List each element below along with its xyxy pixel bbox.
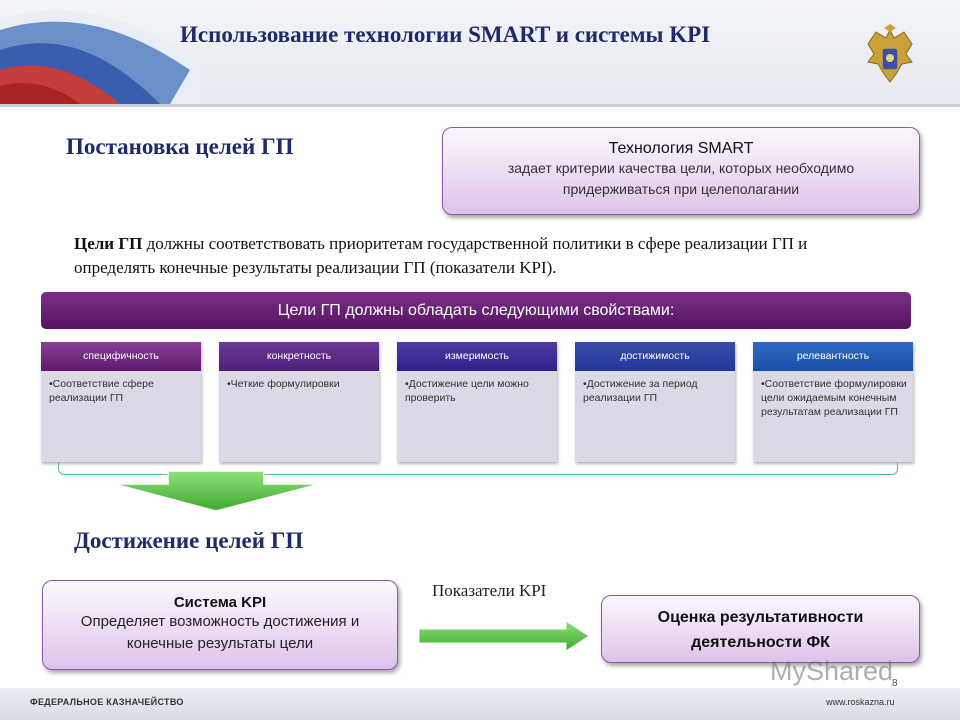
eval-box-line1: Оценка результативности (657, 609, 864, 626)
right-arrow-icon (418, 620, 590, 652)
properties-banner: Цели ГП должны обладать следующими свойс… (41, 292, 911, 329)
property-card-specificity: специфичность •Соответствие сфере реализ… (41, 342, 201, 462)
page-number: 8 (892, 678, 898, 689)
property-title: специфичность (41, 342, 201, 371)
watermark-logo: MyShared (770, 656, 894, 686)
kpi-box-title: Система KPI (173, 594, 267, 611)
properties-bracket (58, 462, 898, 475)
down-arrow-icon (113, 470, 321, 512)
goals-paragraph-bold: Цели ГП (74, 234, 143, 253)
kpi-system-box: Система KPI Определяет возможность дости… (42, 580, 398, 670)
property-title: релевантность (753, 342, 913, 371)
eagle-emblem-icon (867, 24, 913, 83)
property-card-achievability: достижимость •Достижение за период реали… (575, 342, 735, 462)
smart-box-line1: задает критерии качества цели, которых н… (507, 160, 855, 176)
smart-technology-box: Технология SMART задает критерии качеств… (442, 127, 920, 215)
property-text: •Четкие формулировки (227, 378, 340, 390)
flag-image (0, 10, 200, 104)
section-heading-setting: Постановка целей ГП (66, 134, 294, 159)
footer-organization: ФЕДЕРАЛЬНОЕ КАЗНАЧЕЙСТВО (30, 697, 184, 707)
property-text: •Достижение за период реализации ГП (583, 378, 698, 404)
smart-box-line2: придерживаться при целеполагании (562, 181, 800, 197)
property-text: •Соответствие формулировки цели ожидаемы… (761, 378, 907, 418)
property-card-relevance: релевантность •Соответствие формулировки… (753, 342, 913, 462)
kpi-box-line1: Определяет возможность достижения и (80, 613, 360, 630)
goals-paragraph-rest: должны соответствовать приоритетам госуд… (74, 234, 808, 277)
slide-title: Использование технологии SMART и системы… (180, 22, 711, 47)
footer-website-link[interactable]: www.roskazna.ru (826, 697, 895, 707)
goals-paragraph: Цели ГП должны соответствовать приоритет… (74, 232, 864, 280)
kpi-box-line2: конечные результаты цели (126, 635, 314, 652)
property-text: •Достижение цели можно проверить (405, 378, 529, 404)
property-card-measurability: измеримость •Достижение цели можно прове… (397, 342, 557, 462)
smart-box-title: Технология SMART (608, 140, 754, 157)
property-title: измеримость (397, 342, 557, 371)
property-title: конкретность (219, 342, 379, 371)
effectiveness-evaluation-box: Оценка результативности деятельности ФК (601, 595, 920, 663)
property-card-concreteness: конкретность •Четкие формулировки (219, 342, 379, 462)
eval-box-line2: деятельности ФК (691, 634, 830, 651)
kpi-arrow-label: Показатели KPI (432, 581, 547, 600)
header-divider (0, 104, 960, 107)
property-text: •Соответствие сфере реализации ГП (49, 378, 154, 404)
footer-bar (0, 688, 960, 720)
property-title: достижимость (575, 342, 735, 371)
section-heading-achievement: Достижение целей ГП (74, 528, 304, 553)
